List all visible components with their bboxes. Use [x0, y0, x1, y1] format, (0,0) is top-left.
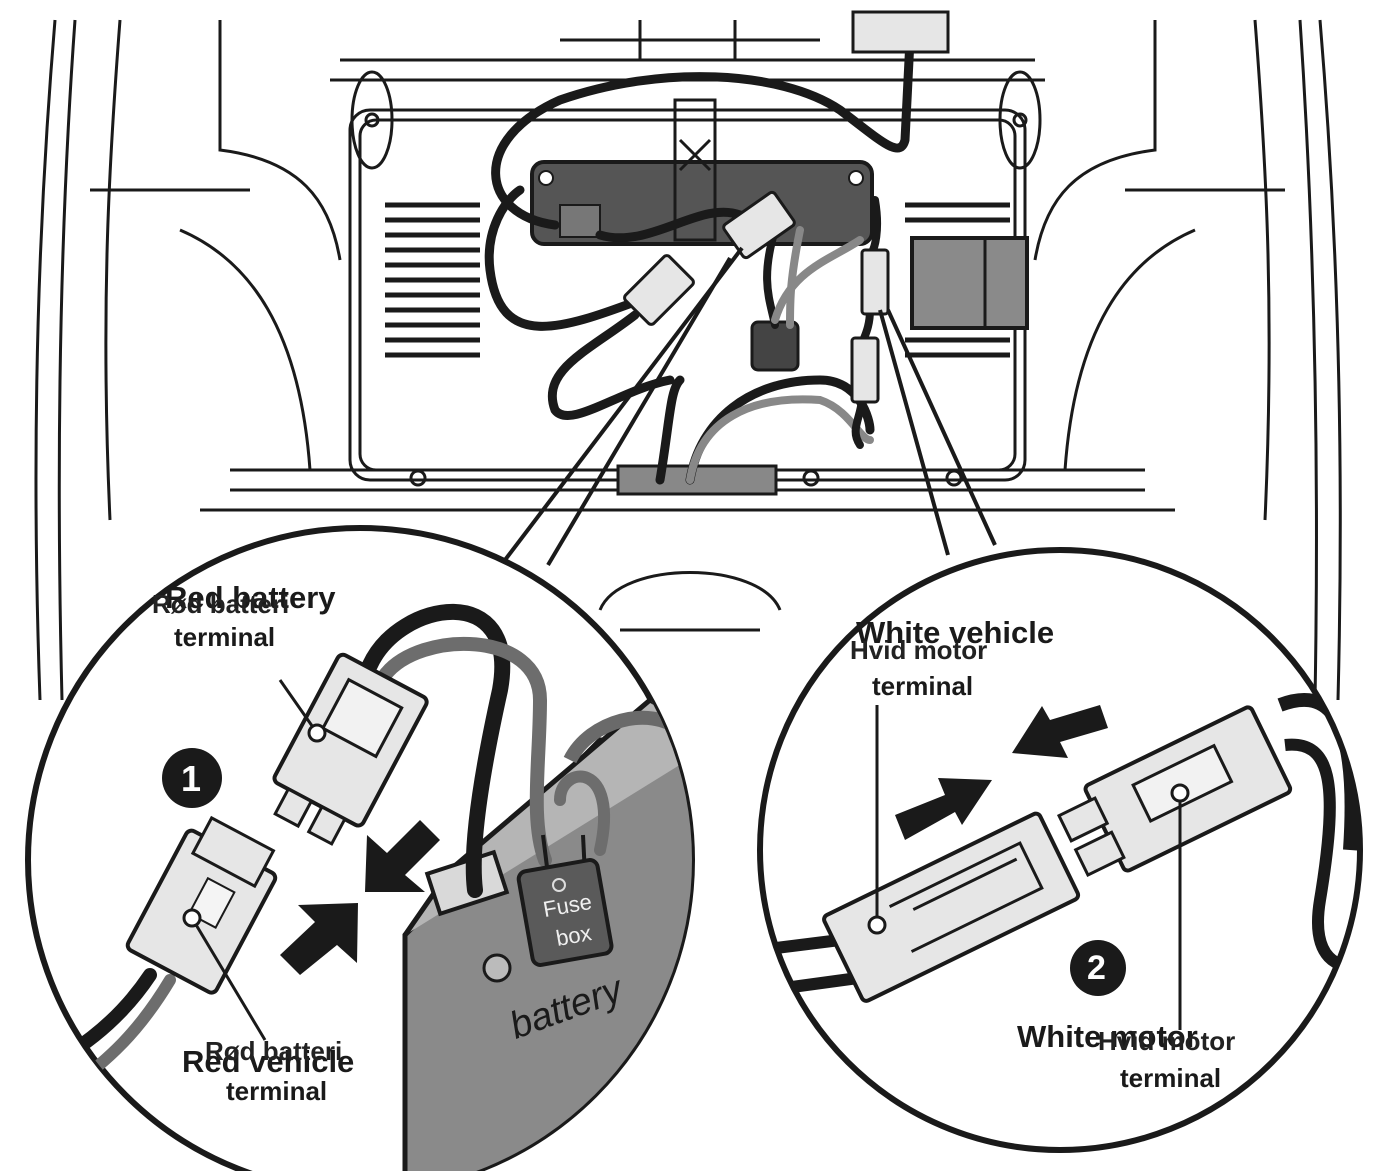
bay-connectors [623, 10, 950, 404]
left-callout [25, 525, 695, 1176]
bay-cables [484, 35, 915, 485]
red-battery-terminal-label-line2: terminal [174, 622, 276, 652]
white-vehicle-terminal-label-line2: terminal [872, 671, 974, 701]
white-motor-terminal-label-line2: terminal [1120, 1063, 1222, 1093]
callout-pointer-lines [503, 246, 997, 567]
battery-bay [530, 98, 1029, 496]
red-battery-terminal-label-large: Red battery [165, 580, 336, 615]
white-vehicle-connector [822, 811, 1081, 1003]
right-callout [757, 547, 1363, 1153]
right-grille [905, 202, 1010, 358]
step-1-badge [162, 748, 222, 808]
white-vehicle-terminal-label-small: Hvid motor [850, 635, 988, 665]
arrow-right [895, 778, 992, 840]
fuse-box [516, 834, 614, 967]
step-2-badge [1070, 940, 1126, 996]
red-battery-connector [272, 652, 429, 846]
red-battery-terminal-label-small: Rød batteri [152, 589, 290, 619]
arrow-left [1012, 705, 1108, 758]
step-1-number: 1 [181, 758, 202, 799]
arrow-down-left [365, 820, 440, 892]
white-motor-terminal-label-small: Hvid motor [1098, 1026, 1236, 1056]
left-grille [385, 202, 480, 358]
red-vehicle-terminal-label-line2: terminal [226, 1076, 328, 1106]
arrow-up-right [280, 903, 358, 975]
red-vehicle-connector [125, 815, 278, 995]
white-motor-terminal-label-large: White motor [1017, 1019, 1198, 1054]
step-2-number: 2 [1087, 949, 1106, 987]
red-vehicle-terminal-label-large: Red vehicle [182, 1044, 355, 1079]
red-vehicle-terminal-label-small: Rød batteri [205, 1036, 343, 1066]
white-vehicle-terminal-label-large: White vehicle [856, 615, 1055, 650]
fuse-label-line2: box [554, 920, 594, 951]
